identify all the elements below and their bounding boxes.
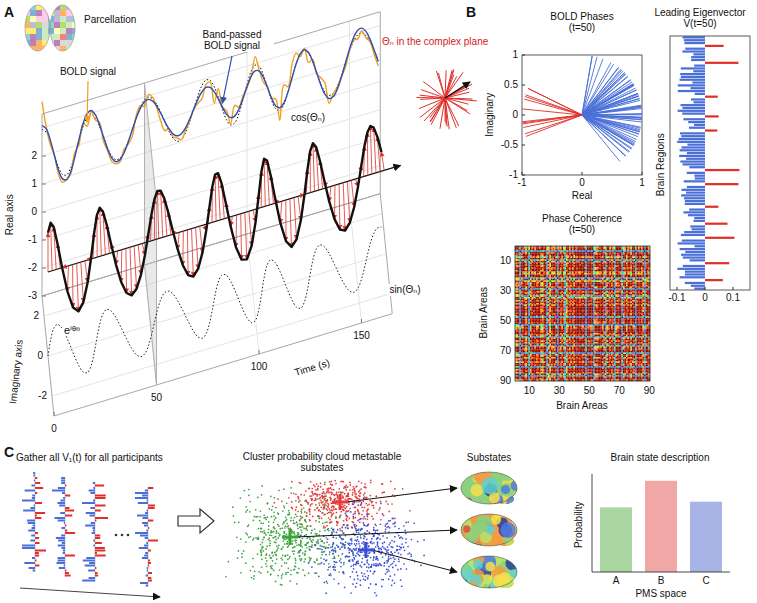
figure: AParcellationBOLD signalBand-passed BOLD… xyxy=(0,0,757,603)
